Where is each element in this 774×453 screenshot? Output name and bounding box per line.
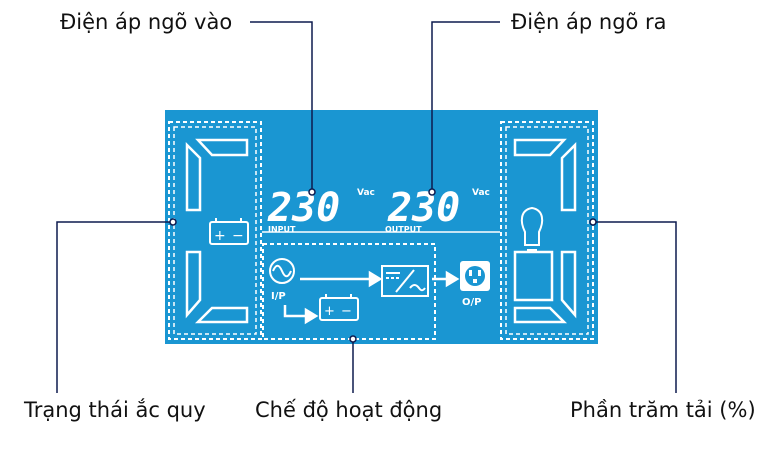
callout-load-percent: Phần trăm tải (%) xyxy=(570,398,756,422)
ip-label: I/P xyxy=(271,291,286,302)
lcd-panel xyxy=(165,110,598,344)
input-voltage-value: 230 xyxy=(267,185,340,231)
power-outlet-icon xyxy=(460,261,490,291)
output-voltage-unit: Vac xyxy=(472,188,490,198)
input-voltage-unit: Vac xyxy=(357,188,375,198)
battery-icon xyxy=(209,218,249,245)
battery-level-frame xyxy=(168,121,262,340)
battery-minus-sign: − xyxy=(232,228,244,244)
output-voltage-value: 230 xyxy=(387,185,460,231)
operation-mode-frame xyxy=(262,243,436,340)
callout-output-voltage: Điện áp ngõ ra xyxy=(511,10,667,34)
inverter-icon xyxy=(381,265,429,297)
mode-battery-plus: + xyxy=(324,304,335,319)
ac-source-icon xyxy=(269,258,295,284)
mode-battery-minus: − xyxy=(341,304,352,319)
battery-level-bars xyxy=(185,138,249,324)
callout-input-voltage: Điện áp ngõ vào xyxy=(60,10,233,34)
output-label: OUTPUT xyxy=(385,225,422,234)
callout-battery-status: Trạng thái ắc quy xyxy=(24,398,206,422)
leader-dots xyxy=(169,188,597,343)
load-level-bars xyxy=(513,138,577,324)
leader-lines xyxy=(56,21,677,393)
op-label: O/P xyxy=(462,297,481,308)
mode-battery-icon xyxy=(319,294,359,321)
battery-plus-sign: + xyxy=(214,228,226,244)
load-bulb-icon xyxy=(520,206,544,251)
input-label: INPUT xyxy=(268,225,296,234)
flow-arrows xyxy=(283,270,460,325)
load-level-frame xyxy=(500,121,594,340)
callout-operation-mode: Chế độ hoạt động xyxy=(255,398,443,422)
